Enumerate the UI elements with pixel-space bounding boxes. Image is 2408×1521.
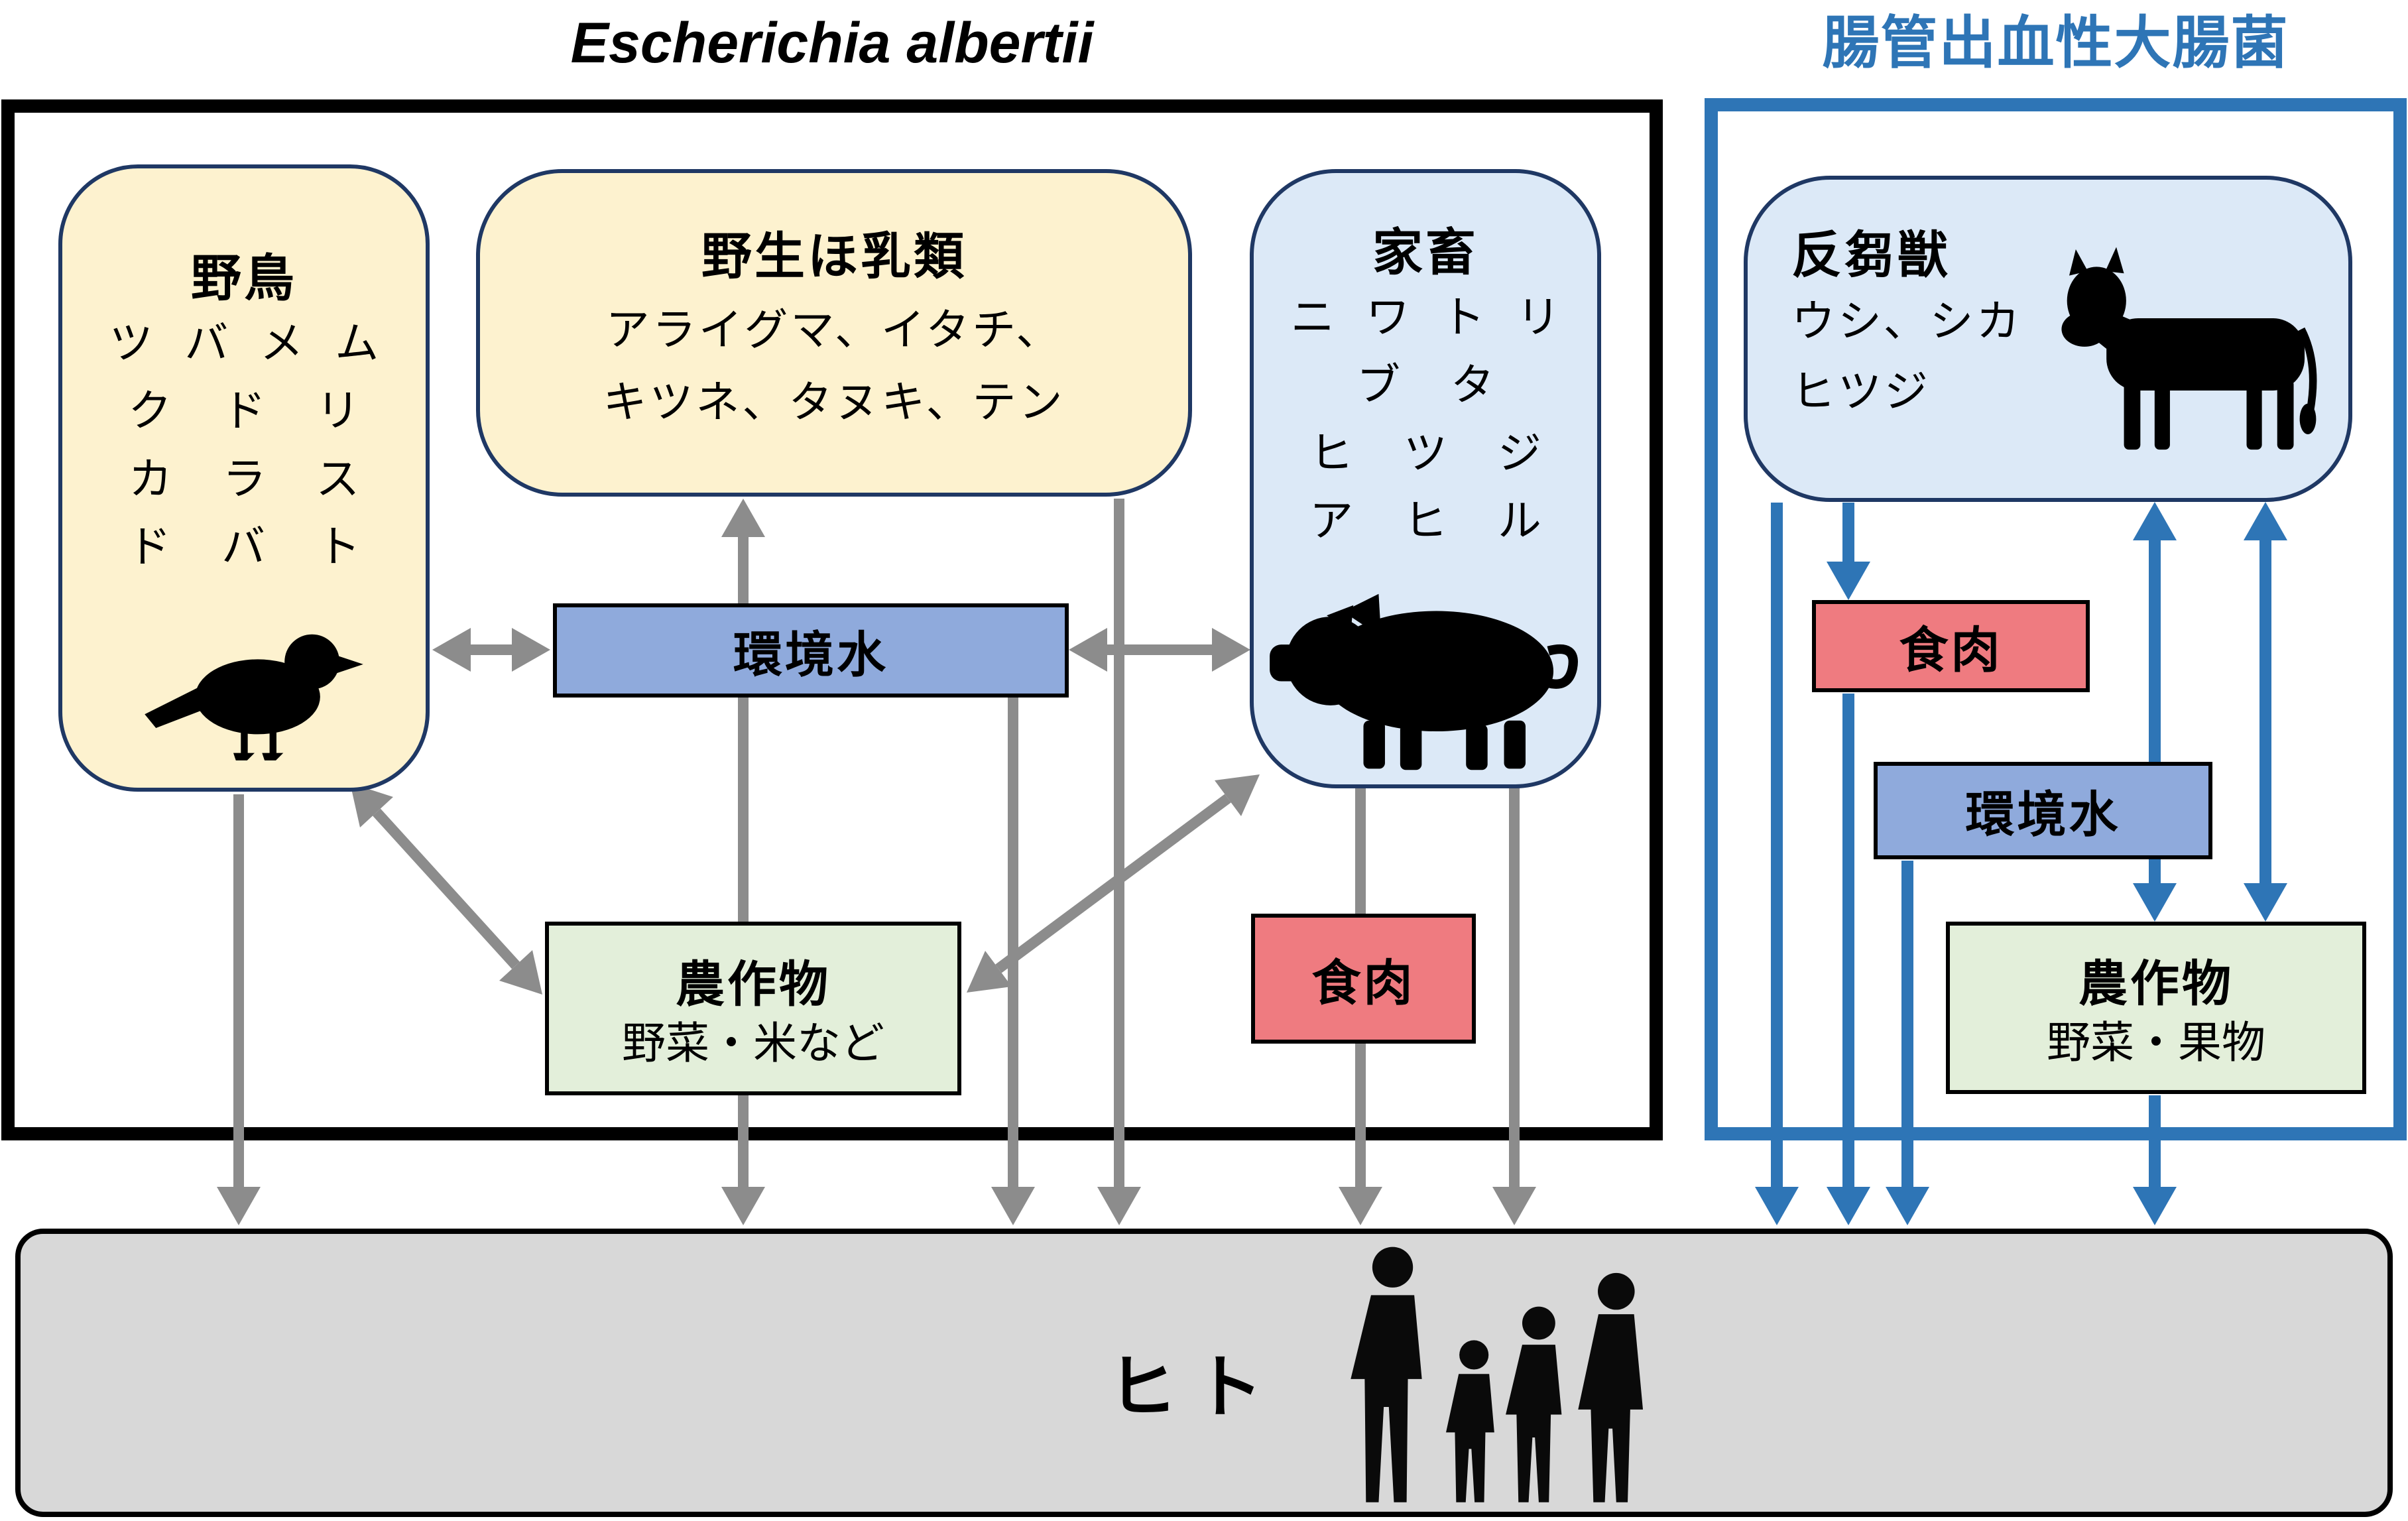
- escherichia-albertii-panel: [1, 99, 1663, 1140]
- livestock-line: ヒツジ: [1309, 429, 1592, 478]
- ruminants-box: 反芻獣 ウシ、シカ ヒツジ: [1744, 176, 2352, 502]
- arrow-envwater-to-humans-right: [1886, 861, 1929, 1225]
- livestock-line: アヒル: [1309, 497, 1592, 546]
- wild-mammals-line: アライグマ、イタチ、: [605, 306, 1063, 355]
- arrow-crops-to-humans-right: [2133, 1095, 2177, 1225]
- arrow-wildbirds-crops-bidirectional: [350, 783, 542, 995]
- humans-box: ヒト: [15, 1229, 2393, 1517]
- arrow-envwater-livestock-bidirectional: [1069, 628, 1250, 672]
- humans-label: ヒト: [1108, 1349, 1281, 1426]
- arrow-meat-to-humans: [1827, 694, 1870, 1225]
- wild-birds-line: ドバト: [127, 522, 411, 572]
- pig-icon: [1270, 593, 1578, 770]
- arrow-livestock-to-humans: [1492, 786, 1536, 1225]
- arrow-wildbirds-to-humans: [217, 794, 261, 1225]
- wild-mammals-box: 野生ほ乳類 アライグマ、イタチ、 キツネ、タヌキ、テン: [476, 169, 1192, 497]
- wild-birds-heading: 野鳥: [191, 251, 297, 307]
- bird-icon: [145, 634, 363, 761]
- arrow-ruminants-to-humans: [1755, 503, 1799, 1225]
- ruminants-line: ウシ、シカ: [1791, 298, 2023, 346]
- livestock-line: ブタ: [1356, 361, 1545, 410]
- crops-heading: 農作物: [676, 956, 831, 1012]
- crops-heading: 農作物: [2078, 955, 2234, 1011]
- ehec-panel: [1705, 98, 2407, 1140]
- ehec-title: 腸管出血性大腸菌: [1822, 11, 2289, 75]
- arrow-wildbirds-envwater-bidirectional: [432, 628, 550, 672]
- cow-icon: [2061, 247, 2317, 450]
- wild-mammals-heading: 野生ほ乳類: [701, 229, 967, 285]
- arrow-livestock-crops-bidirectional: [967, 774, 1260, 993]
- environmental-water-label: 環境水: [1965, 787, 2121, 842]
- livestock-line: ニワトリ: [1290, 294, 1592, 342]
- wild-birds-box: 野鳥 ツバメム クドリ カラス ドバト: [58, 164, 430, 792]
- wild-birds-line: カラス: [128, 455, 410, 504]
- livestock-box: 家畜 ニワトリ ブタ ヒツジ アヒル: [1250, 169, 1601, 788]
- crops-box-left: 農作物 野菜・米など: [545, 922, 961, 1095]
- meat-label: 食肉: [1899, 623, 2003, 678]
- crops-subtitle: 野菜・米など: [622, 1019, 884, 1068]
- wild-birds-line: ツバメム: [109, 320, 410, 368]
- livestock-heading: 家畜: [1372, 225, 1478, 281]
- ruminants-heading: 反芻獣: [1791, 227, 1951, 284]
- crops-box-right: 農作物 野菜・果物: [1946, 922, 2366, 1094]
- arrow-wildmammals-to-humans: [1097, 499, 1141, 1225]
- escherichia-albertii-title: Escherichia albertii: [570, 11, 1094, 75]
- wild-mammals-line: キツネ、タヌキ、テン: [603, 378, 1065, 427]
- wild-birds-line: クドリ: [128, 387, 410, 436]
- arrow-envwater-to-humans: [991, 698, 1035, 1225]
- meat-label: 食肉: [1311, 955, 1415, 1010]
- meat-box-left: 食肉: [1251, 914, 1476, 1044]
- arrow-ruminants-to-meat: [1827, 503, 1870, 600]
- meat-box-right: 食肉: [1812, 600, 2090, 692]
- family-icon: [1351, 1247, 1644, 1502]
- arrow-ruminants-crops-bidirectional-b: [2244, 502, 2287, 922]
- environmental-water-box-left: 環境水: [553, 603, 1069, 698]
- crops-subtitle: 野菜・果物: [2047, 1018, 2265, 1067]
- environmental-water-box-right: 環境水: [1874, 762, 2212, 859]
- ruminants-line: ヒツジ: [1791, 367, 1931, 416]
- environmental-water-label: 環境水: [733, 627, 888, 682]
